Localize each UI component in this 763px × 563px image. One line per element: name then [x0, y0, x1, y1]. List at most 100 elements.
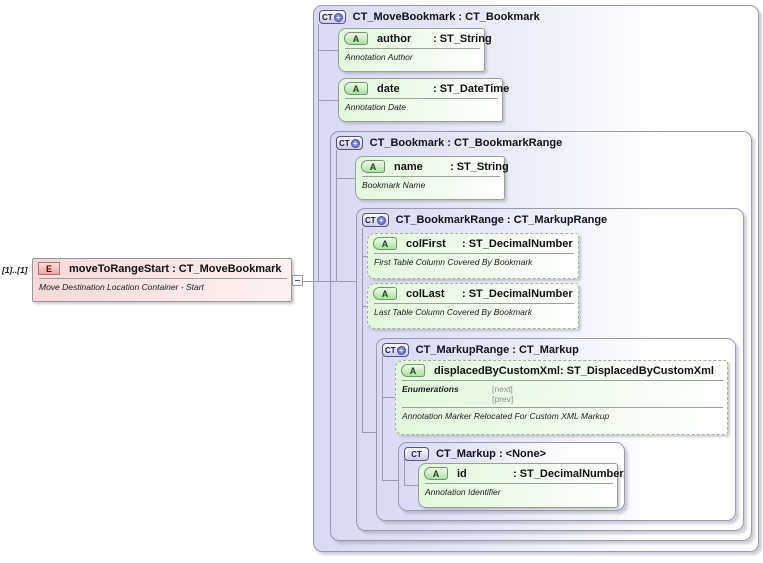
attribute-box-id[interactable]: A id : ST_DecimalNumber Annotation Ident…	[418, 463, 624, 508]
separator	[402, 380, 723, 381]
cardinality-label: [1]..[1]	[2, 265, 28, 275]
container-title[interactable]: CT_MoveBookmark : CT_Bookmark	[352, 11, 540, 23]
container-title[interactable]: CT_BookmarkRange : CT_MarkupRange	[395, 214, 608, 226]
container-header: CT+ CT_MoveBookmark : CT_Bookmark	[314, 6, 758, 24]
attribute-title: A displacedByCustomXml : ST_DisplacedByC…	[396, 361, 727, 377]
container-title[interactable]: CT_Bookmark : CT_BookmarkRange	[369, 137, 563, 149]
tree-trunk-line	[318, 24, 319, 281]
complextype-badge-icon: CT	[404, 447, 429, 461]
tree-branch-line	[336, 281, 356, 282]
separator	[362, 176, 500, 177]
attribute-type: : ST_DecimalNumber	[513, 467, 624, 480]
tree-trunk-line	[362, 228, 363, 432]
ct-badge-label: CT	[322, 12, 333, 22]
ct-badge-label: CT	[411, 449, 422, 459]
attribute-box-collast[interactable]: A colLast : ST_DecimalNumber Last Table …	[367, 283, 579, 329]
element-annotation: Move Destination Location Container - St…	[39, 282, 204, 292]
tree-branch-line	[362, 432, 376, 433]
enumeration-value: [next]	[492, 384, 513, 394]
enumerations-row: Enumerations [next] [prev]	[396, 383, 727, 404]
attribute-type: : ST_DecimalNumber	[462, 237, 573, 250]
attribute-name: name	[394, 160, 423, 173]
attribute-badge-icon: A	[344, 82, 368, 95]
attribute-type: : ST_DateTime	[433, 82, 510, 95]
separator	[402, 407, 723, 408]
container-title[interactable]: CT_Markup : <None>	[436, 448, 547, 460]
container-header: CT CT_Markup : <None>	[399, 443, 624, 461]
element-connector-line	[303, 281, 337, 282]
complextype-plus-badge-icon: CT+	[382, 343, 409, 357]
separator	[39, 278, 287, 279]
plus-icon: +	[376, 215, 386, 225]
tree-branch-line	[382, 397, 395, 398]
attribute-badge-icon: A	[424, 467, 448, 480]
attribute-annotation: Last Table Column Covered By Bookmark	[374, 307, 532, 317]
attribute-title: A colLast : ST_DecimalNumber	[368, 284, 578, 300]
attribute-badge-icon: A	[344, 32, 368, 45]
attribute-type: : ST_DecimalNumber	[462, 287, 573, 300]
attribute-box-displacedbycustomxml[interactable]: A displacedByCustomXml : ST_DisplacedByC…	[395, 360, 728, 435]
separator	[345, 98, 498, 99]
attribute-title: A id : ST_DecimalNumber	[419, 464, 624, 480]
attribute-annotation: Annotation Marker Relocated For Custom X…	[402, 411, 610, 421]
attribute-box-name[interactable]: A name : ST_String Bookmark Name	[355, 156, 509, 200]
attribute-box-author[interactable]: A author : ST_String Annotation Author	[338, 28, 492, 72]
attribute-annotation: Bookmark Name	[362, 180, 426, 190]
ct-badge-label: CT	[339, 138, 350, 148]
container-header: CT+ CT_BookmarkRange : CT_MarkupRange	[357, 209, 743, 227]
attribute-type: : ST_DisplacedByCustomXml	[559, 364, 714, 377]
attribute-annotation: Annotation Identifier	[425, 487, 501, 497]
enumeration-values: [next] [prev]	[492, 384, 513, 404]
attribute-badge-icon: A	[373, 287, 397, 300]
tree-trunk-line	[336, 150, 337, 281]
tree-branch-line	[318, 100, 338, 101]
element-badge-icon: E	[38, 262, 60, 275]
attribute-annotation: First Table Column Covered By Bookmark	[374, 257, 533, 267]
complextype-plus-badge-icon: CT+	[319, 10, 346, 24]
tree-trunk-line	[404, 458, 405, 485]
plus-icon: +	[396, 345, 406, 355]
tree-branch-line	[362, 306, 367, 307]
container-title[interactable]: CT_MarkupRange : CT_Markup	[415, 344, 579, 356]
attribute-title: A date : ST_DateTime	[339, 79, 509, 95]
attribute-annotation: Annotation Date	[345, 102, 406, 112]
attribute-name: colFirst	[406, 237, 446, 250]
attribute-name: id	[457, 467, 467, 480]
attribute-box-colfirst[interactable]: A colFirst : ST_DecimalNumber First Tabl…	[367, 233, 579, 279]
element-name: moveToRangeStart : CT_MoveBookmark	[69, 262, 282, 275]
attribute-type: : ST_String	[450, 160, 509, 173]
tree-branch-line	[318, 50, 338, 51]
attribute-type: : ST_String	[433, 32, 492, 45]
element-box-movetorangestart[interactable]: E moveToRangeStart : CT_MoveBookmark Mov…	[32, 258, 292, 302]
tree-trunk-line	[382, 356, 383, 480]
attribute-badge-icon: A	[373, 237, 397, 250]
attribute-name: colLast	[406, 287, 445, 300]
tree-branch-line	[362, 256, 367, 257]
attribute-name: date	[377, 82, 400, 95]
complextype-plus-badge-icon: CT+	[362, 213, 389, 227]
container-header: CT+ CT_Bookmark : CT_BookmarkRange	[331, 132, 751, 150]
minus-icon	[295, 280, 300, 281]
attribute-title: A author : ST_String	[339, 29, 492, 45]
attribute-badge-icon: A	[401, 364, 425, 377]
complextype-plus-badge-icon: CT+	[336, 136, 363, 150]
tree-branch-line	[382, 480, 398, 481]
attribute-name: author	[377, 32, 412, 45]
ct-badge-label: CT	[365, 215, 376, 225]
enumeration-value: [prev]	[492, 394, 514, 404]
element-title: E moveToRangeStart : CT_MoveBookmark	[33, 259, 291, 275]
tree-branch-line	[336, 178, 355, 179]
separator	[425, 483, 613, 484]
tree-branch-line	[404, 485, 418, 486]
plus-icon: +	[333, 12, 343, 22]
collapse-handle[interactable]	[292, 275, 303, 286]
attribute-title: A name : ST_String	[356, 157, 509, 173]
attribute-box-date[interactable]: A date : ST_DateTime Annotation Date	[338, 78, 509, 122]
ct-badge-label: CT	[385, 345, 396, 355]
separator	[374, 253, 574, 254]
attribute-title: A colFirst : ST_DecimalNumber	[368, 234, 578, 250]
plus-icon: +	[350, 138, 360, 148]
attribute-annotation: Annotation Author	[345, 52, 413, 62]
attribute-badge-icon: A	[361, 160, 385, 173]
